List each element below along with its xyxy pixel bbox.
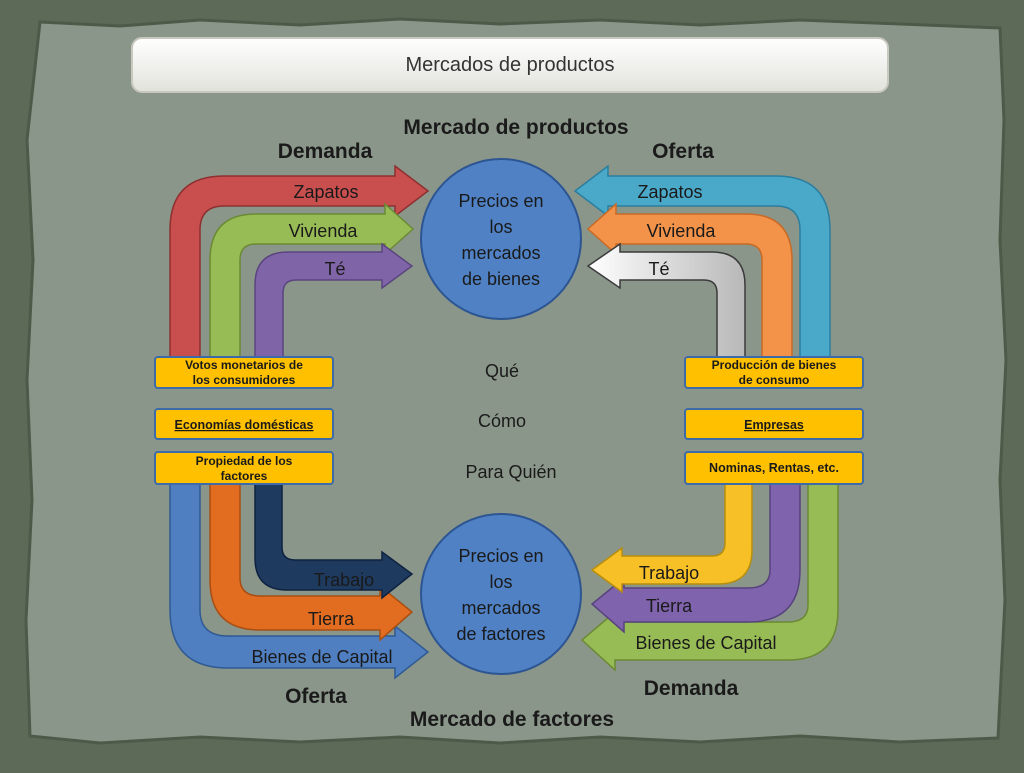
question-que: Qué xyxy=(485,361,519,381)
heading-oferta-bottom: Oferta xyxy=(285,685,347,708)
factors-circle-line-3: mercados xyxy=(461,598,540,618)
label-tierra-demand: Tierra xyxy=(646,596,693,616)
label-vivienda-supply: Vivienda xyxy=(647,221,717,241)
arrow-vivienda-supply xyxy=(586,202,793,371)
arrow-zapatos-supply xyxy=(573,164,831,371)
label-te-demand: Té xyxy=(324,259,345,279)
factors-circle-line-4: de factores xyxy=(456,624,545,644)
arrow-trabajo-demand xyxy=(590,477,753,594)
label-te-supply: Té xyxy=(648,259,669,279)
label-trabajo-demand: Trabajo xyxy=(639,563,699,583)
label-trabajo-supply: Trabajo xyxy=(314,570,374,590)
title-bar xyxy=(131,37,889,93)
box-produccion-bienes xyxy=(684,356,864,389)
label-bienes-capital-supply: Bienes de Capital xyxy=(251,647,392,667)
box-propiedad-line-1: Propiedad de los xyxy=(196,454,293,468)
box-economias-domesticas xyxy=(154,408,334,440)
factors-market-circle xyxy=(420,513,582,675)
arrow-te-demand xyxy=(254,242,414,371)
box-produccion-line-1: Producción de bienes xyxy=(712,358,837,372)
label-bienes-capital-demand: Bienes de Capital xyxy=(635,633,776,653)
question-como: Cómo xyxy=(478,411,526,431)
label-tierra-supply: Tierra xyxy=(308,609,355,629)
box-empresas-label: Empresas xyxy=(744,418,804,432)
arrow-te-supply xyxy=(586,242,746,371)
box-propiedad-factores xyxy=(154,451,334,485)
arrow-tierra-demand xyxy=(590,477,801,634)
arrow-bienes-capital-supply xyxy=(169,477,430,680)
arrow-tierra-supply xyxy=(209,477,414,642)
box-produccion-line-2: de consumo xyxy=(739,373,810,387)
heading-demanda-bottom: Demanda xyxy=(644,677,739,700)
box-votos-monetarios xyxy=(154,356,334,389)
heading-demanda-top: Demanda xyxy=(278,140,373,163)
heading-oferta-top: Oferta xyxy=(652,140,714,163)
heading-mercado-productos: Mercado de productos xyxy=(403,116,628,139)
arrow-vivienda-demand xyxy=(209,202,415,371)
box-votos-line-1: Votos monetarios de xyxy=(185,358,303,372)
label-zapatos-supply: Zapatos xyxy=(637,182,702,202)
heading-mercado-factores: Mercado de factores xyxy=(410,708,614,731)
factors-circle-line-1: Precios en xyxy=(458,546,543,566)
slide-title: Mercados de productos xyxy=(405,54,614,76)
label-zapatos-demand: Zapatos xyxy=(293,182,358,202)
box-votos-line-2: los consumidores xyxy=(193,373,296,387)
arrow-zapatos-demand xyxy=(169,164,430,371)
box-nominas-rentas xyxy=(684,451,864,485)
goods-circle-line-2: los xyxy=(489,217,512,237)
box-nominas-label: Nominas, Rentas, etc. xyxy=(709,461,839,475)
box-propiedad-line-2: factores xyxy=(221,469,268,483)
question-para-quien: Para Quién xyxy=(465,462,556,482)
goods-circle-line-1: Precios en xyxy=(458,191,543,211)
box-empresas xyxy=(684,408,864,440)
goods-market-circle xyxy=(420,158,582,320)
arrow-trabajo-supply xyxy=(254,477,414,600)
factors-circle-line-2: los xyxy=(489,572,512,592)
box-economias-label: Economías domésticas xyxy=(175,418,314,432)
goods-circle-line-4: de bienes xyxy=(462,269,540,289)
goods-circle-line-3: mercados xyxy=(461,243,540,263)
label-vivienda-demand: Vivienda xyxy=(289,221,359,241)
